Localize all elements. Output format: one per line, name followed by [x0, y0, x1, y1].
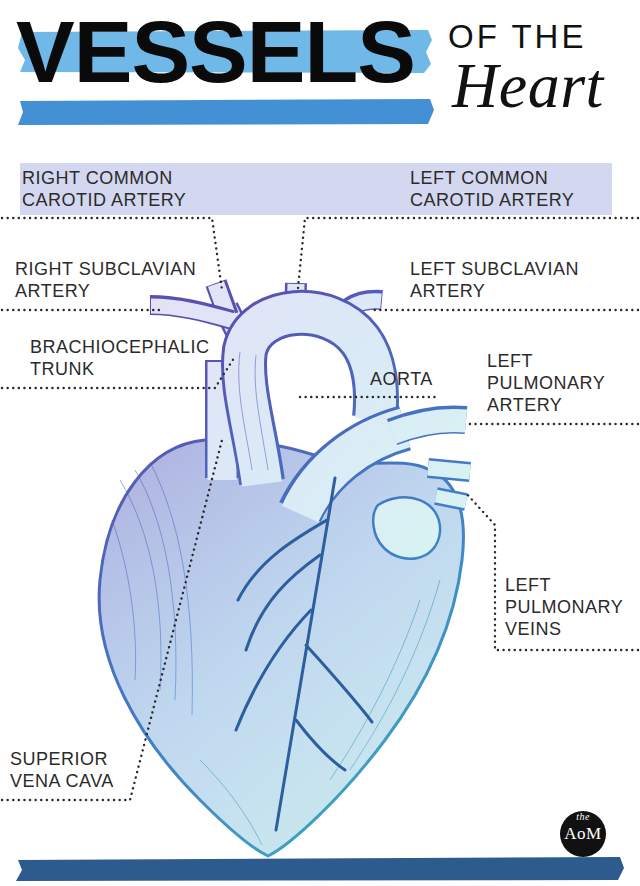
shading [112, 520, 136, 680]
vessel-label: LEFT PULMONARY ARTERY [487, 350, 627, 416]
coronary-artery [246, 555, 320, 650]
logo-text: the [561, 811, 605, 823]
vessel-label: LEFT SUBCLAVIAN ARTERY [410, 258, 625, 302]
heart [99, 283, 470, 856]
coronary-artery [296, 720, 345, 770]
shading [255, 355, 268, 470]
vessel [151, 306, 234, 321]
left-auricle [373, 497, 440, 559]
title: VESSELS [16, 8, 415, 96]
vessel [428, 468, 470, 472]
coronary-artery [276, 478, 335, 830]
leader-line [300, 396, 440, 398]
brush-band [16, 857, 624, 881]
coronary-artery [238, 520, 327, 600]
shading [330, 600, 420, 780]
vessel-label: LEFT COMMON CAROTID ARTERY [410, 167, 610, 211]
leader-line [2, 440, 222, 800]
shading [135, 470, 176, 700]
vessel [436, 496, 466, 502]
vessel-label: AORTA [370, 368, 490, 390]
leader-line [465, 492, 638, 650]
vessel-label: BRACHIOCEPHALIC TRUNK [30, 336, 230, 380]
subtitle: Heart [452, 50, 632, 122]
vessel-label: LEFT PULMONARY VEINS [505, 574, 635, 640]
leader-line [372, 309, 638, 311]
vessel [428, 468, 470, 472]
coronary-artery [306, 645, 372, 722]
vessel-label: RIGHT COMMON CAROTID ARTERY [22, 167, 222, 211]
brush-band [18, 99, 434, 125]
leader-line [2, 218, 222, 290]
vessel-label: RIGHT SUBCLAVIAN ARTERY [15, 258, 225, 302]
shading [120, 480, 161, 690]
shading [150, 462, 192, 715]
logo-text: AoM [556, 824, 610, 844]
leader-lines [2, 218, 638, 800]
coronary-artery [236, 610, 311, 730]
vessel [392, 419, 466, 432]
vessel-label: SUPERIOR VENA CAVA [10, 748, 145, 792]
vessel [392, 420, 466, 433]
vessel [436, 496, 466, 502]
vessel [300, 428, 405, 514]
shading [350, 580, 440, 770]
label-band: RIGHT COMMON CAROTID ARTERY LEFT COMMON C… [20, 163, 612, 215]
shading [239, 352, 252, 470]
leader-line [465, 423, 638, 425]
leader-line [2, 309, 160, 311]
shading [200, 760, 262, 845]
